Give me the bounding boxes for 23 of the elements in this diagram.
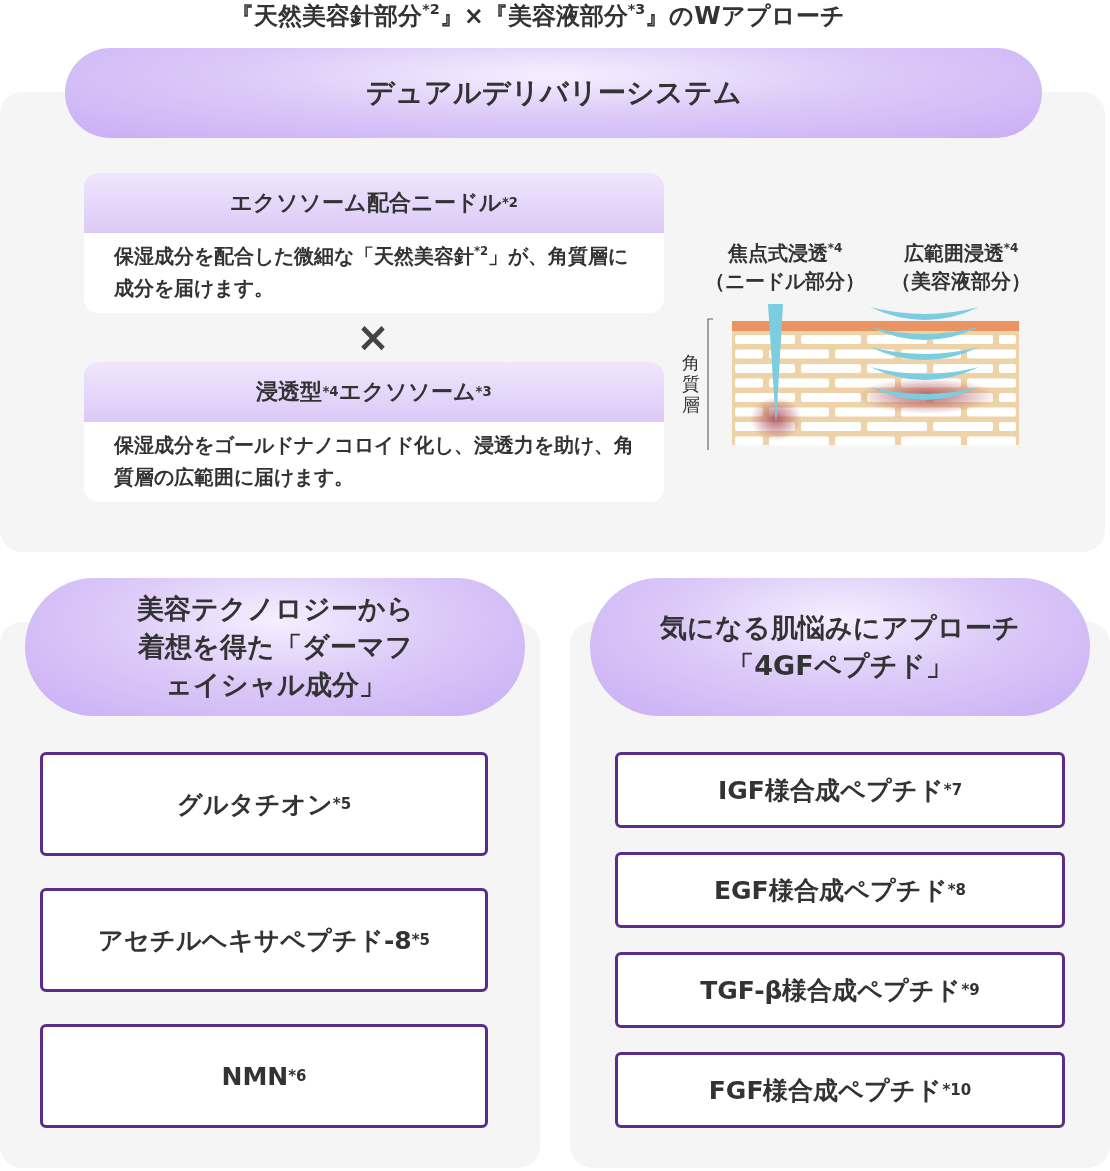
layer-label: 角質層 <box>681 352 701 415</box>
ingredient-box: グルタチオン$^{*5}$ <box>40 752 488 856</box>
card-heading: エクソソーム配合ニードル$^{*2}$ <box>84 173 664 233</box>
illustration-label: （美容液部分） <box>890 268 1032 295</box>
heading-pill: デュアルデリバリーシステム <box>65 48 1042 138</box>
cross-sign: × <box>355 313 391 362</box>
ingredient-box: NMN$^{*6}$ <box>40 1024 488 1128</box>
ingredient-box: EGF様合成ペプチド$^{*8}$ <box>615 852 1065 928</box>
info-card <box>84 362 664 502</box>
heading-pill: 美容テクノロジーから着想を得た「ダーマフェイシャル成分」 <box>25 578 525 716</box>
illustration-label: （ニードル部分） <box>704 268 866 295</box>
ingredient-box: TGF-β様合成ペプチド$^{*9}$ <box>615 952 1065 1028</box>
heading-pill: 気になる肌悩みにアプローチ「4GFペプチド」 <box>590 578 1090 716</box>
illustration-label: 広範囲浸透$^{*4}$ <box>902 240 1020 267</box>
ingredient-box: IGF様合成ペプチド$^{*7}$ <box>615 752 1065 828</box>
title: 『天然美容針部分$^{*2}$』×『美容液部分$^{*3}$』のWアプローチ <box>229 0 846 32</box>
ingredient-box: アセチルヘキサペプチド-8$^{*5}$ <box>40 888 488 992</box>
card-text: 保湿成分をゴールドナノコロイド化し、浸透力を助け、角質層の広範囲に届けます。 <box>113 433 635 491</box>
ingredient-box: FGF様合成ペプチド$^{*10}$ <box>615 1052 1065 1128</box>
illustration-label: 焦点式浸透$^{*4}$ <box>726 240 844 267</box>
card-heading: 浸透型$^{*4}$エクソソーム$^{*3}$ <box>84 362 664 422</box>
info-card <box>84 173 664 313</box>
card-text: 保湿成分を配合した微細な「天然美容針$^{*2}$」が、角質層に成分を届けます。 <box>113 242 630 302</box>
